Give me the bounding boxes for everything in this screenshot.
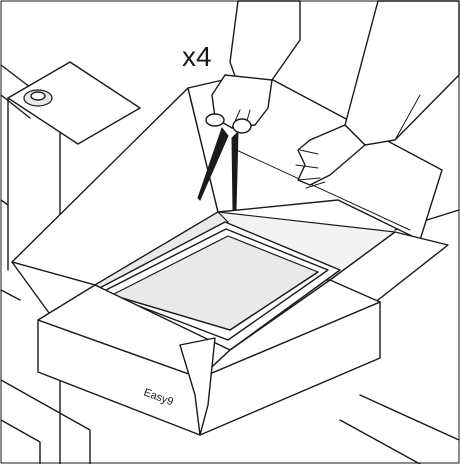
scissors-icon [197, 113, 252, 211]
left-arm [211, 0, 301, 129]
repeat-count-label: x4 [182, 41, 212, 72]
box-flap-front-center [179, 337, 216, 436]
right-arm [295, 0, 460, 189]
